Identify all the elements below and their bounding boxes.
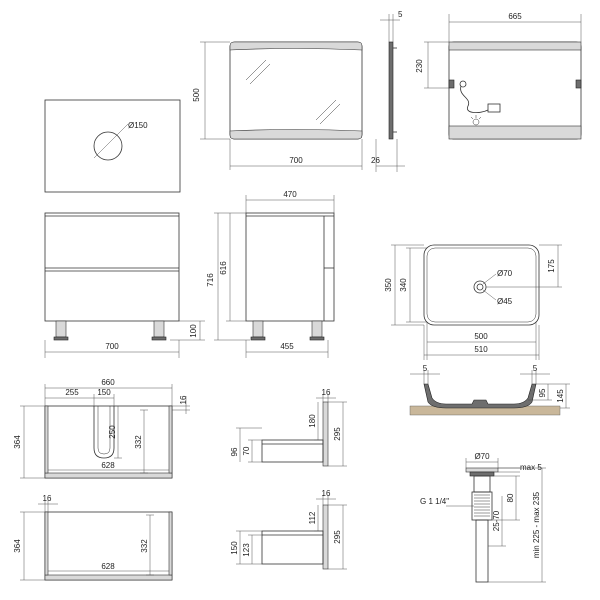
sink-rim-left-label: 5: [423, 364, 428, 373]
siphon-top-flange: [465, 467, 499, 473]
sink-bowl-section: [423, 383, 537, 409]
sink-drain-inner: [476, 283, 484, 291]
siphon-thread-label: G 1 1/4": [420, 497, 449, 506]
drawer-lower-front-panel: [322, 504, 329, 570]
cabinet-side-body-label: 616: [219, 261, 228, 275]
drawer-upper-top-label: 180: [308, 414, 317, 428]
drain-hole-circle: [93, 131, 123, 161]
drawer-upper-lower-label: 70: [242, 446, 251, 455]
drawer-side-upper-view: 16 180 70 96 295: [230, 388, 347, 467]
cabinet-side-body: [245, 212, 335, 322]
upper-inner-width-label: 628: [101, 461, 115, 470]
cabinet-side-top-label: 470: [283, 190, 297, 199]
cabinet-top-lower-view: 16 364 332 628: [13, 494, 173, 581]
upper-wall-label: 16: [179, 395, 188, 404]
drawer-upper-front-panel: [322, 401, 329, 467]
mirror-back-height-label: 230: [415, 59, 424, 73]
upper-outer-width-label: 660: [101, 378, 115, 387]
cabinet-side-view: 470 716 616 455: [206, 190, 335, 358]
cabinet-body: [44, 212, 180, 322]
sink-offset-label: 175: [547, 259, 556, 273]
upper-inner-depth-label: 332: [134, 435, 143, 449]
siphon-cutout: [93, 406, 115, 459]
lower-inner-width-label: 628: [101, 562, 115, 571]
mirror-outline: [229, 41, 363, 140]
drawer-lower-lower-label: 123: [242, 543, 251, 557]
countertop-outline: [44, 99, 181, 193]
sink-top-view: Ø70 Ø45 350 340 175 500 510: [384, 244, 562, 360]
siphon-thread: [474, 494, 490, 517]
siphon-range-label: 25-70: [492, 510, 501, 531]
sink-outer-rim: [423, 244, 540, 326]
cabinet-leg-left: [55, 320, 67, 338]
cabinet-front-view: 700 100: [44, 212, 205, 358]
sink-inner-depth-label: 340: [399, 278, 408, 292]
siphon-total-label: min 225 - max 235: [532, 491, 541, 558]
mirror-back-driver: [487, 103, 501, 113]
mirror-side-view: 5 26: [371, 10, 405, 172]
siphon-view: Ø70 max 5 G 1 1/4" 80 25-70 min 225 - ma…: [420, 452, 546, 583]
lower-wall-label: 16: [43, 494, 52, 503]
siphon-upper-body: [473, 475, 491, 493]
cabinet-leg-right: [153, 320, 165, 338]
sink-rim-right-label: 5: [533, 364, 538, 373]
upper-cutout-depth-label: 250: [108, 425, 117, 439]
mirror-back-outline: [448, 41, 582, 140]
drawer-lower-left-label: 150: [230, 541, 239, 555]
siphon-cap-label: max 5: [520, 463, 542, 472]
glare-icon: [245, 59, 341, 125]
sink-drain-label: Ø45: [497, 297, 513, 306]
mirror-thickness-label: 5: [398, 10, 403, 19]
sink-outer-width-label: 510: [474, 345, 488, 354]
mirror-back-bottom-rail: [448, 125, 582, 140]
mirror-back-width-label: 665: [508, 12, 522, 21]
lower-inner-depth-label: 332: [140, 539, 149, 553]
mirror-top-light-strip: [229, 41, 363, 51]
mirror-depth-label: 26: [371, 156, 380, 165]
sink-overflow-label: Ø70: [497, 269, 513, 278]
mirror-back-view: 665 230: [415, 12, 582, 140]
upper-cutout-label: 150: [97, 388, 111, 397]
cabinet-top-upper-view: 660 255 150 16 364 250 332 628: [13, 378, 190, 479]
drawer-side-lower-view: 16 112 150 123 295: [230, 489, 347, 570]
cabinet-front-width-label: 700: [105, 342, 119, 351]
mirror-width-label: 700: [289, 156, 303, 165]
drain-hole-label: Ø150: [128, 121, 148, 130]
lower-depth-label: 364: [13, 539, 22, 553]
drain-hole-view: Ø150: [44, 99, 181, 193]
mirror-height-label: 500: [192, 88, 201, 102]
drawer-upper-box: [261, 439, 324, 463]
cabinet-leg-height-label: 100: [189, 324, 198, 338]
drawer-upper-small-label: 96: [230, 447, 239, 456]
sink-depth-inner-label: 95: [538, 388, 547, 397]
drawer-upper-total-label: 295: [333, 427, 342, 441]
mirror-front-view: 500 700: [192, 41, 363, 170]
bulb-icon: [470, 115, 482, 126]
drawer-lower-top-label: 112: [308, 511, 317, 524]
drawer-lower-total-label: 295: [333, 530, 342, 544]
mirror-bottom-light-strip: [229, 129, 363, 140]
sink-depth-outer-label: 145: [556, 389, 565, 403]
cabinet-side-total-label: 716: [206, 273, 215, 287]
drawer-lower-wall-label: 16: [322, 489, 331, 498]
upper-left-offset-label: 255: [65, 388, 79, 397]
sink-inner-bowl: [426, 247, 537, 323]
mirror-back-top-rail: [448, 41, 582, 51]
mirror-back-cable: [460, 85, 489, 114]
cabinet-side-base-label: 455: [280, 342, 294, 351]
sink-section-view: 5 5 95 145: [409, 364, 570, 416]
siphon-top-label: Ø70: [474, 452, 490, 461]
drawer-lower-box: [261, 530, 324, 565]
drawer-upper-wall-label: 16: [322, 388, 331, 397]
sink-inner-width-label: 500: [474, 332, 488, 341]
drain-hole-leader: [93, 123, 129, 159]
sink-outer-depth-label: 350: [384, 278, 393, 292]
upper-depth-label: 364: [13, 435, 22, 449]
siphon-tail-pipe: [475, 519, 489, 583]
siphon-max-height-label: 80: [506, 493, 515, 502]
mirror-side-profile: [388, 41, 394, 140]
